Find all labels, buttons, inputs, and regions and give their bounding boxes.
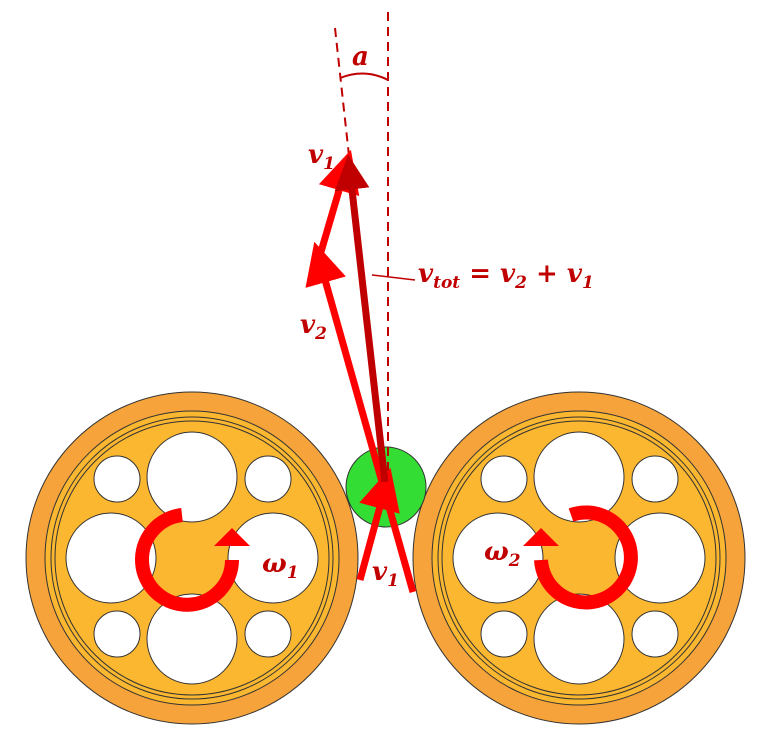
vtot-equation-label: vtot = v2 + v1 (418, 259, 594, 293)
v1-bottom-vector (356, 467, 400, 581)
omega1-label: ω1 (262, 549, 299, 583)
vtot-leader-line (371, 274, 416, 281)
right-wheel-hole (631, 610, 679, 658)
angle-label: a (352, 42, 369, 72)
left-wheel-hole (244, 610, 292, 658)
omega2-rotation-arrow (523, 505, 638, 610)
left-wheel-hole (93, 455, 141, 503)
omega2-label: ω2 (484, 537, 521, 571)
v1-top-label: v1 (308, 140, 335, 174)
left-wheel-hole (244, 455, 292, 503)
left-wheel-hole (146, 593, 238, 685)
right-wheel-hole (614, 512, 706, 604)
left-wheel-hole (146, 431, 238, 523)
left-wheel (25, 391, 359, 725)
right-wheel-hole (631, 455, 679, 503)
left-wheel-hole (65, 512, 157, 604)
omega1-rotation-arrow (135, 508, 250, 612)
v2-vector (305, 241, 417, 593)
angle-arc (339, 72, 389, 81)
right-wheel-hole (480, 610, 528, 658)
right-wheel-hole (480, 455, 528, 503)
vtot-vector (334, 154, 389, 483)
v1-bottom-label: v1 (372, 557, 399, 591)
tilted-reference-line (334, 27, 351, 166)
right-wheel-hole (533, 593, 625, 685)
left-wheel-hole (227, 512, 319, 604)
right-wheel-hole (533, 431, 625, 523)
right-wheel-hole (452, 512, 544, 604)
v1-top-vector (314, 149, 360, 263)
right-wheel (412, 391, 746, 725)
v2-label: v2 (300, 310, 327, 344)
left-wheel-hole (93, 610, 141, 658)
